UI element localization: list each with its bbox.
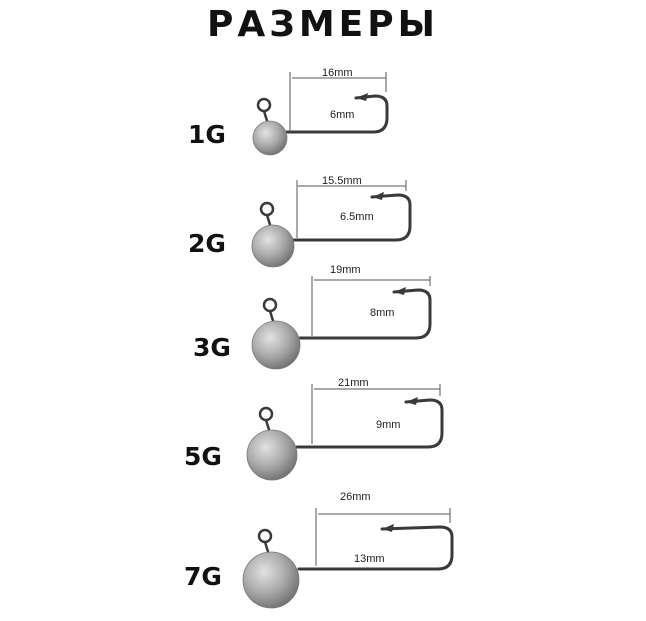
hook-barb xyxy=(406,397,418,405)
gap-label: 6mm xyxy=(330,109,354,121)
length-label: 15.5mm xyxy=(322,175,362,187)
eye-ring xyxy=(256,97,272,113)
jig-row-7g: 7G 26mm 13mm xyxy=(184,491,454,609)
weight-label: 7G xyxy=(184,562,222,591)
eye-ring xyxy=(257,528,273,544)
hook-barb xyxy=(356,93,368,101)
hook-wire xyxy=(297,525,454,571)
weight-label: 2G xyxy=(188,229,226,258)
lead-head xyxy=(242,551,300,609)
hook-wire xyxy=(285,94,389,134)
lead-head xyxy=(251,224,295,268)
hook-barb xyxy=(382,524,394,532)
eye-ring xyxy=(259,201,275,217)
length-label: 19mm xyxy=(330,264,361,276)
gap-label: 13mm xyxy=(354,553,385,565)
jig-row-2g: 2G 15.5mm 6.5mm xyxy=(188,175,412,268)
length-label: 21mm xyxy=(338,377,369,389)
page-title: РАЗМЕРЫ xyxy=(207,4,439,45)
weight-label: 5G xyxy=(184,442,222,471)
lead-head xyxy=(252,120,288,156)
jig-row-5g: 5G 21mm 9mm xyxy=(184,377,444,481)
hook-wire xyxy=(295,398,444,449)
hook-barb xyxy=(372,192,384,200)
lead-head xyxy=(246,429,298,481)
hook-wire xyxy=(292,193,412,242)
hook-wire xyxy=(298,288,432,340)
hook-barb xyxy=(394,287,406,295)
length-label: 26mm xyxy=(340,491,371,503)
weight-label: 1G xyxy=(188,120,226,149)
gap-label: 8mm xyxy=(370,307,394,319)
gap-label: 9mm xyxy=(376,419,400,431)
gap-label: 6.5mm xyxy=(340,211,374,223)
weight-label: 3G xyxy=(193,333,231,362)
lead-head xyxy=(251,320,301,370)
length-label: 16mm xyxy=(322,67,353,79)
jig-row-3g: 3G 19mm 8mm xyxy=(193,264,432,370)
jig-row-1g: 1G 16mm 6mm xyxy=(188,67,389,156)
eye-ring xyxy=(262,297,278,313)
eye-ring xyxy=(258,406,274,422)
